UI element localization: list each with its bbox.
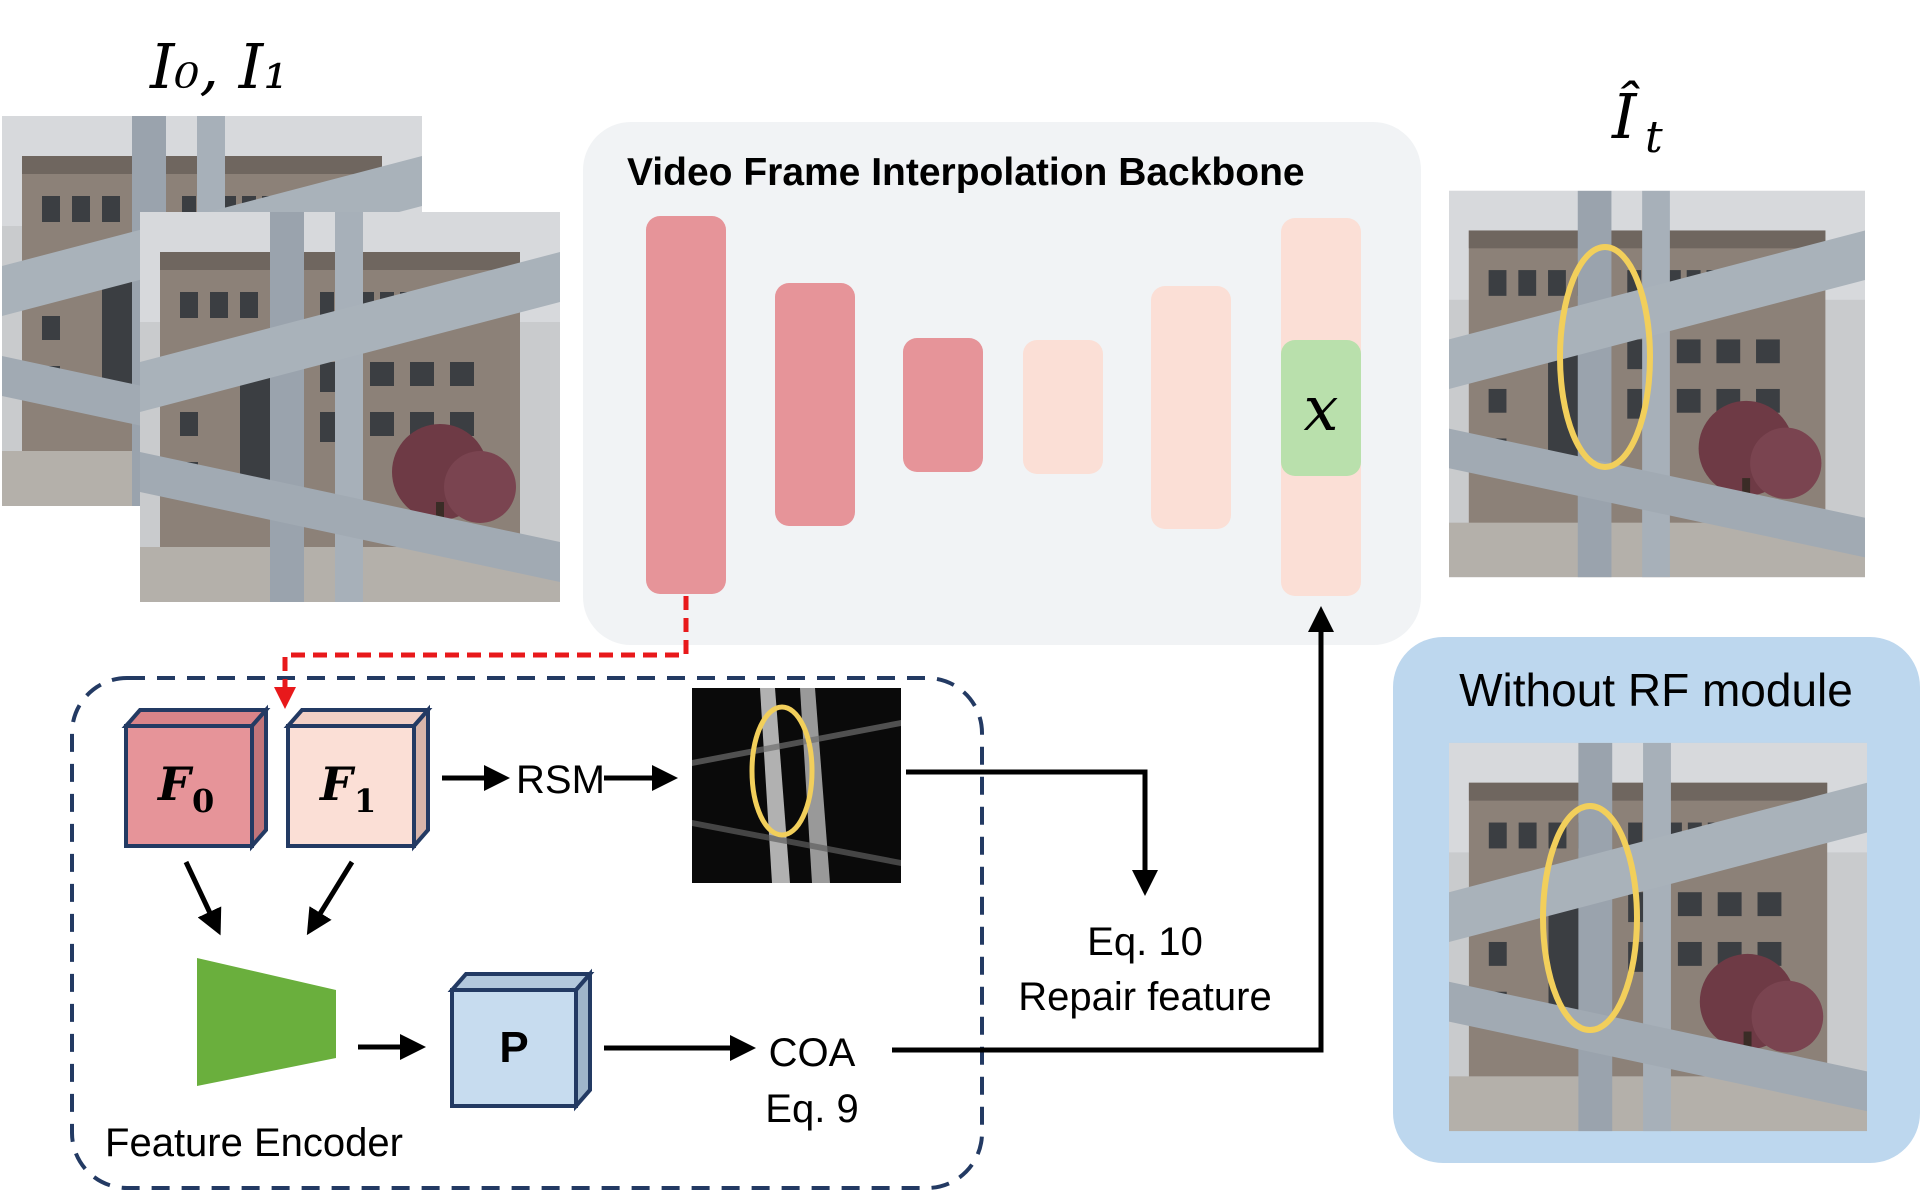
f0-label: F [156, 757, 194, 811]
feature-encoder-label: Feature Encoder [105, 1121, 403, 1165]
output-label-sub: t [1645, 112, 1663, 163]
rsm-highlight-ellipse [749, 704, 815, 838]
f0-cube: F 0 [121, 704, 271, 852]
feature-encoder-shape [197, 958, 336, 1086]
input-frame-i1 [140, 212, 560, 602]
p-cube: P [447, 968, 595, 1112]
rf-module-boundary [70, 676, 984, 1190]
encoder-block-1 [646, 216, 726, 594]
eq9-label: Eq. 9 [765, 1087, 858, 1131]
output-label: Î [1611, 80, 1640, 153]
encoder-block-3 [903, 338, 983, 472]
inputs-label: I₀, I₁ [149, 30, 288, 103]
rsm-label: RSM [516, 758, 605, 802]
decoder-block-2 [1151, 286, 1231, 529]
eq10-label: Eq. 10 [1087, 920, 1203, 964]
f0-label-sub: 0 [192, 782, 214, 820]
f1-label: F [318, 757, 356, 811]
red-dashed-connector [274, 596, 689, 709]
output-highlight-ellipse [1557, 244, 1653, 470]
decoder-block-1 [1023, 340, 1103, 474]
without-rf-label: Without RF module [1459, 664, 1853, 716]
without-rf-image [1449, 742, 1867, 1132]
repair-feature-label: Repair feature [1018, 975, 1271, 1019]
rsm-map-image [692, 688, 901, 883]
f1-cube: F 1 [283, 704, 433, 852]
arrow-f1-to-encoder [306, 860, 355, 936]
p-label: P [499, 1023, 528, 1072]
encoder-block-2 [775, 283, 855, 526]
backbone-title: Video Frame Interpolation Backbone [627, 151, 1305, 194]
arrow-coa-to-x [892, 606, 1334, 1053]
arrow-map-to-repair [906, 769, 1158, 896]
output-image [1449, 190, 1865, 578]
x-symbol: x [1304, 372, 1339, 445]
coa-label: COA [769, 1031, 856, 1075]
arrow-f0-to-encoder [183, 860, 222, 936]
without-rf-highlight-ellipse [1540, 803, 1640, 1033]
x-block [1281, 340, 1361, 476]
f1-label-sub: 1 [354, 782, 376, 820]
